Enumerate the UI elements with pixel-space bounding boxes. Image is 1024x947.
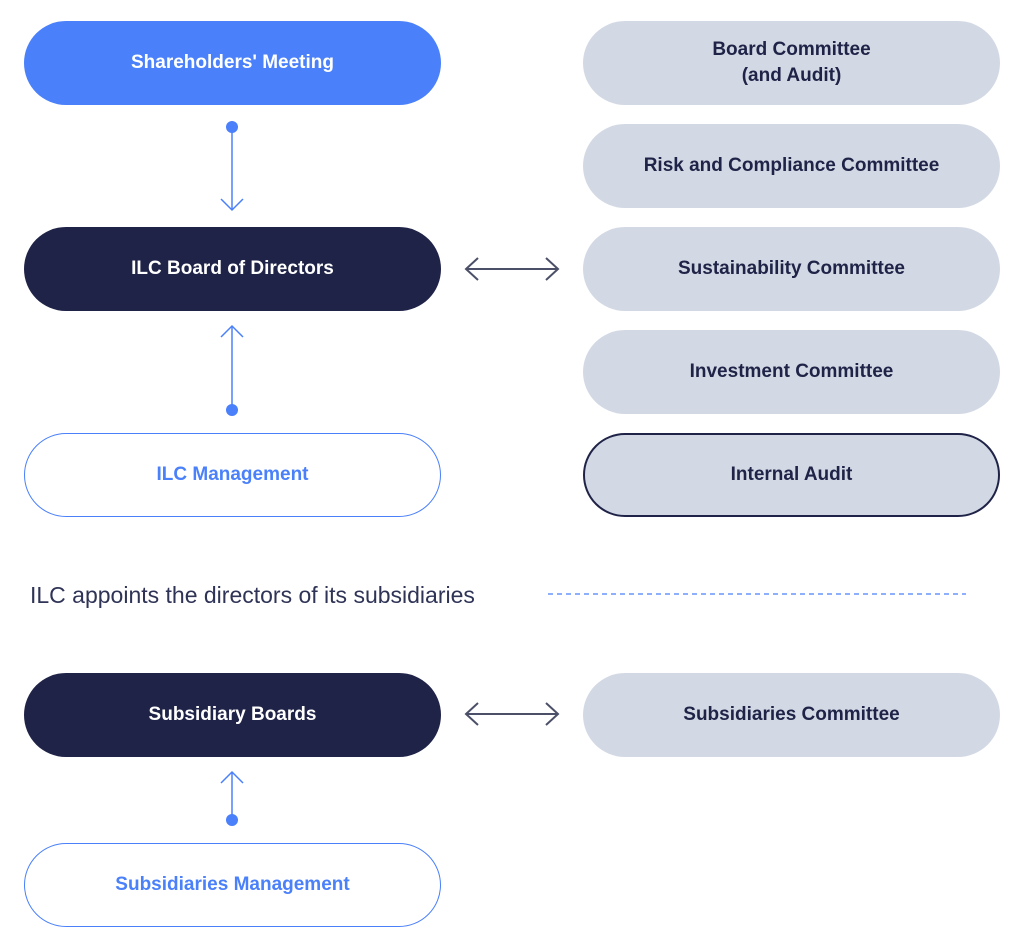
node-shareholders-meeting: Shareholders' Meeting bbox=[24, 21, 441, 105]
arrow-subsidiary-boards-committee bbox=[464, 702, 560, 726]
node-risk-compliance-committee: Risk and Compliance Committee bbox=[583, 124, 1000, 208]
node-ilc-management: ILC Management bbox=[24, 433, 441, 517]
arrow-management-to-board bbox=[220, 324, 244, 416]
node-subsidiaries-committee: Subsidiaries Committee bbox=[583, 673, 1000, 757]
node-internal-audit: Internal Audit bbox=[583, 433, 1000, 517]
node-subsidiaries-management: Subsidiaries Management bbox=[24, 843, 441, 927]
node-board-committee: Board Committee (and Audit) bbox=[583, 21, 1000, 105]
arrow-shareholders-to-board bbox=[220, 121, 244, 212]
appointment-note: ILC appoints the directors of its subsid… bbox=[30, 582, 475, 608]
node-subsidiary-boards: Subsidiary Boards bbox=[24, 673, 441, 757]
node-investment-committee: Investment Committee bbox=[583, 330, 1000, 414]
node-sustainability-committee: Sustainability Committee bbox=[583, 227, 1000, 311]
arrow-subsidiaries-management-to-boards bbox=[220, 770, 244, 826]
arrow-board-committees bbox=[464, 257, 560, 281]
node-board-of-directors: ILC Board of Directors bbox=[24, 227, 441, 311]
